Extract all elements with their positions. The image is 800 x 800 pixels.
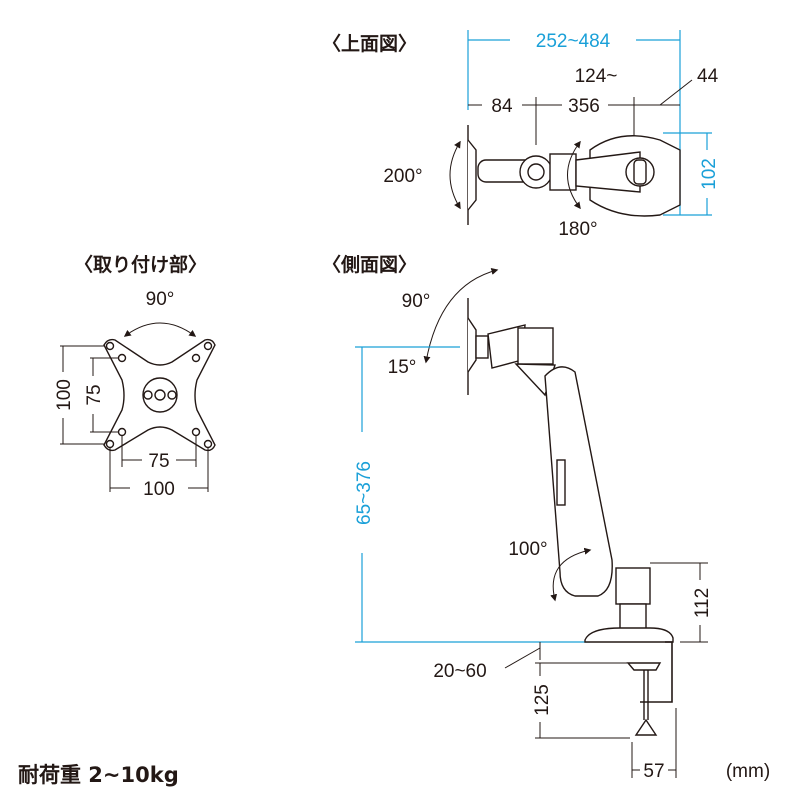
dim-84-label: 84 [491, 96, 513, 117]
clamp-depth-label: 125 [532, 684, 553, 716]
mount-section: 〈取り付け部〉 90° 100 75 75 [54, 253, 216, 500]
overall-width-label: 252~484 [536, 31, 611, 52]
unit-label: (mm) [726, 761, 770, 782]
dim-124-label: 124~ [575, 66, 618, 87]
side-view-section: 〈側面図〉 90° 15° 65~376 100° [322, 253, 713, 782]
tilt-up-label: 90° [402, 291, 431, 312]
desk-thickness-label: 20~60 [433, 661, 486, 682]
mount-horizontal-inner-label: 75 [148, 451, 169, 472]
load-capacity-label: 耐荷重 2~10kg [18, 763, 179, 787]
top-view-section: 〈上面図〉 252~484 44 124~ 84 356 102 [322, 30, 720, 240]
tilt-down-label: 15° [388, 357, 417, 378]
swivel-180-label: 180° [558, 219, 597, 240]
mount-rotation-label: 90° [146, 289, 175, 310]
dim-356-label: 356 [568, 96, 600, 117]
clamp-width-label: 57 [643, 761, 664, 782]
arm-rotation-label: 100° [508, 539, 547, 560]
top-view-title: 〈上面図〉 [322, 32, 417, 55]
swivel-200-label: 200° [383, 166, 422, 187]
depth-102-label: 102 [699, 158, 720, 190]
height-range-label: 65~376 [354, 461, 375, 525]
mount-vertical-inner-label: 75 [84, 384, 105, 405]
mount-horizontal-outer-label: 100 [143, 479, 175, 500]
mount-title: 〈取り付け部〉 [74, 253, 207, 276]
pole-height-label: 112 [692, 588, 713, 618]
side-view-title: 〈側面図〉 [322, 253, 417, 276]
offset-44-label: 44 [697, 66, 719, 87]
mount-vertical-outer-label: 100 [54, 379, 75, 411]
